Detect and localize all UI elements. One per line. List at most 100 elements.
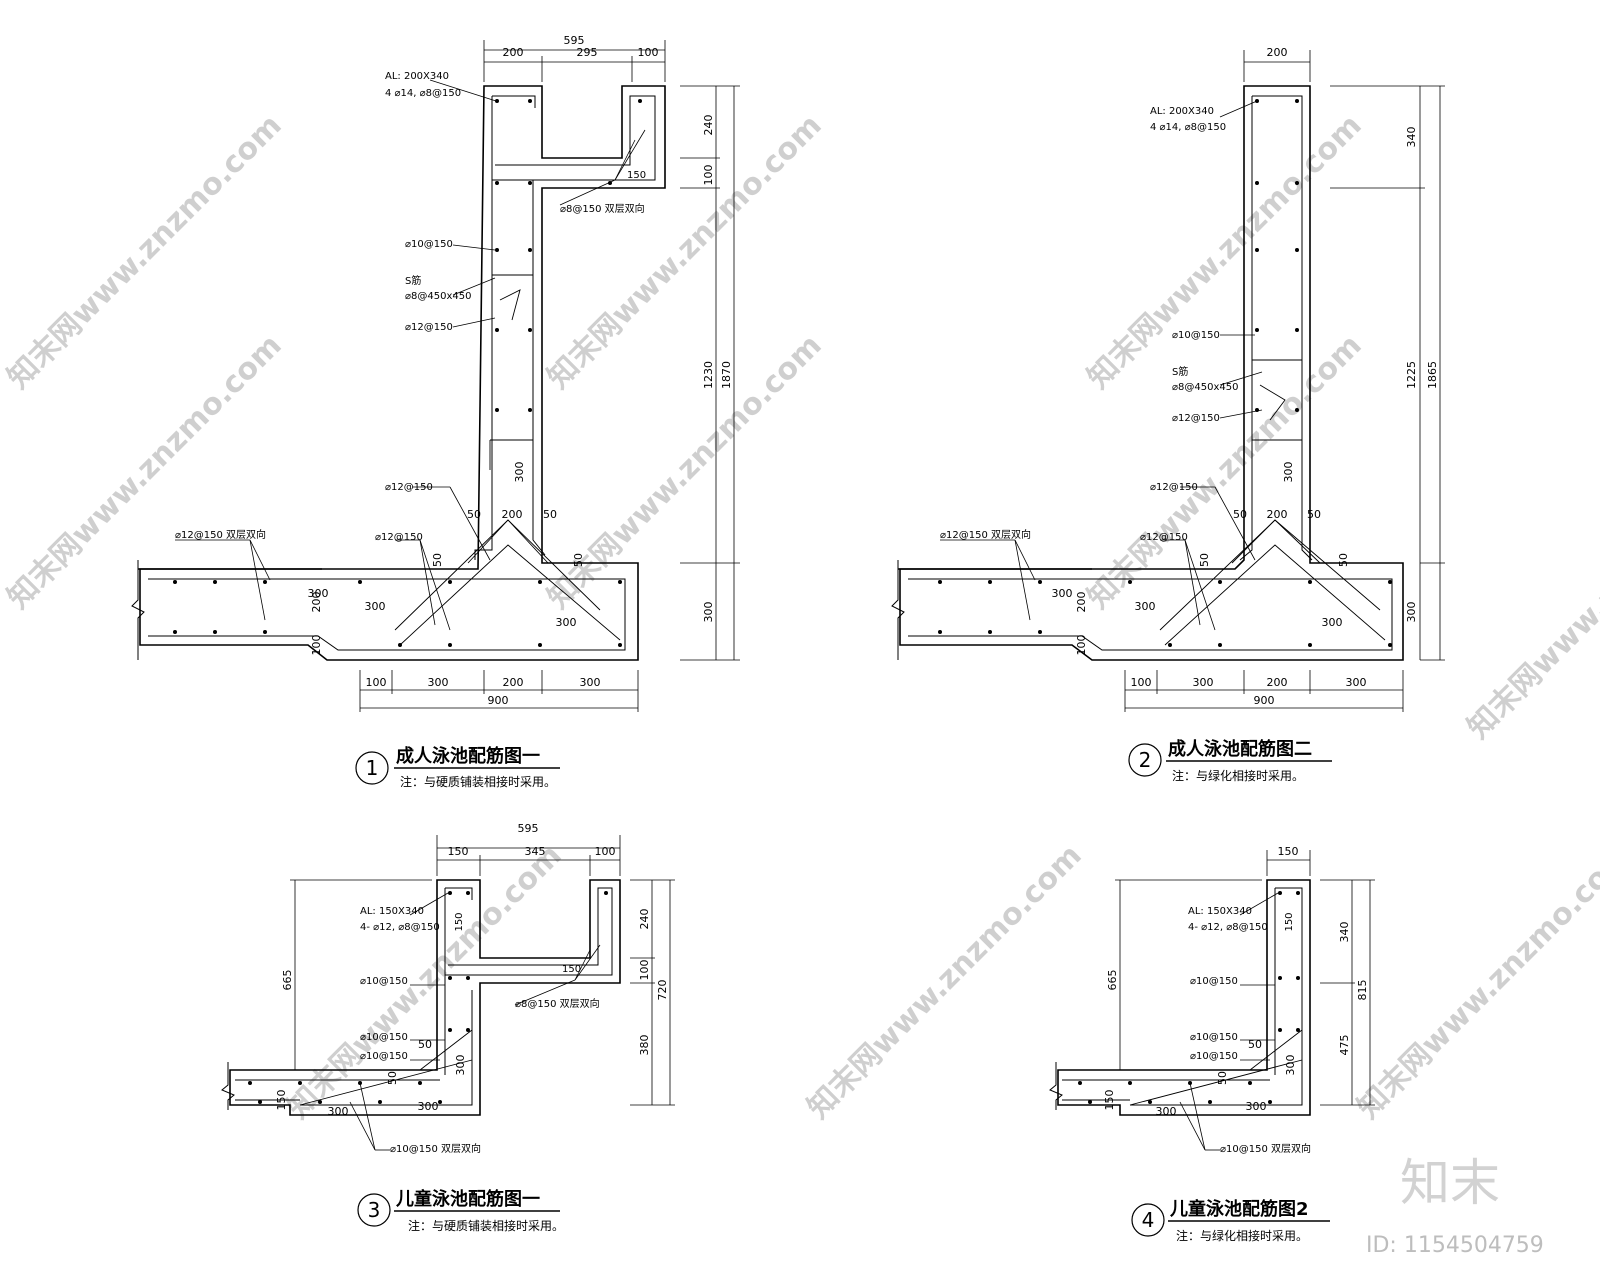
dim-50-b: 50	[1216, 1071, 1229, 1085]
dim-slab-300-a: 300	[1156, 1105, 1177, 1118]
label-vert-b: ⌀10@150	[360, 1032, 408, 1043]
label-beam-rebar: 4 ⌀14, ⌀8@150	[1150, 122, 1226, 133]
label-vert-c: ⌀10@150	[1190, 1051, 1238, 1062]
dim-slab-300-a: 300	[1052, 587, 1073, 600]
dim-r1225: 1225	[1405, 361, 1418, 389]
dim-50-c: 50	[431, 553, 444, 567]
wall-outline-3	[229, 879, 621, 1116]
label-haunch-bar: ⌀12@150	[385, 482, 433, 493]
label-beam: AL: 200X340	[385, 71, 449, 82]
dim-50-b: 50	[1307, 508, 1321, 521]
dim-r1865: 1865	[1426, 361, 1439, 389]
diagram-3	[221, 835, 675, 1151]
label-beam-rebar: 4- ⌀12, ⌀8@150	[1188, 922, 1268, 933]
dim-r720: 720	[656, 980, 669, 1001]
dim-top-a: 150	[1278, 845, 1299, 858]
dim-slab-300-b: 300	[1135, 600, 1156, 613]
label-corner-bar: ⌀12@150	[375, 532, 423, 543]
watermark-text: 知末网www.znzmo.com	[281, 838, 569, 1126]
label-vert-c: ⌀10@150	[360, 1051, 408, 1062]
label-slab-bar: ⌀10@150 双层双向	[1220, 1142, 1311, 1155]
dim-b900: 900	[1254, 694, 1275, 707]
dim-top-a: 200	[503, 46, 524, 59]
dim-slab-100: 100	[1075, 635, 1088, 656]
number-circle	[355, 751, 389, 785]
dim-50-d: 50	[572, 553, 585, 567]
diagram-note: 注：与绿化相接时采用。	[1172, 768, 1304, 783]
diagram-number: 4	[1142, 1208, 1155, 1232]
brand-logo: 知末	[1400, 1154, 1500, 1212]
dim-slab-100: 100	[310, 635, 323, 656]
dim-top-total: 595	[564, 34, 585, 47]
dim-300-vert: 300	[1282, 462, 1295, 483]
dim-50-a: 50	[1248, 1038, 1262, 1051]
title-block-1: 1 成人泳池配筋图一 注：与硬质铺装相接时采用。	[355, 745, 560, 789]
dim-top-c: 100	[595, 845, 616, 858]
dim-slab-150: 150	[275, 1090, 288, 1111]
label-s-tie: S筋	[405, 274, 421, 287]
dim-150: 150	[627, 170, 646, 181]
label-vert-outer: ⌀10@150	[1190, 976, 1238, 987]
label-vert-inner: ⌀12@150	[1172, 413, 1220, 424]
diagram-2	[891, 50, 1445, 712]
wall-outline-2	[899, 85, 1404, 661]
number-circle	[1131, 1203, 1165, 1237]
dim-r475: 475	[1338, 1035, 1351, 1056]
dim-50-c: 50	[1198, 553, 1211, 567]
watermark-text: 知末网www.znzmo.com	[1351, 838, 1600, 1126]
dim-l665: 665	[1106, 970, 1119, 991]
diagram-title: 儿童泳池配筋图2	[1169, 1198, 1309, 1220]
label-beam: AL: 150X340	[1188, 906, 1252, 917]
dim-r100: 100	[702, 165, 715, 186]
dim-slab-300-b: 300	[365, 600, 386, 613]
dim-slab-200: 200	[310, 592, 323, 613]
label-s-tie: S筋	[1172, 365, 1188, 378]
label-vert-outer: ⌀10@150	[1172, 330, 1220, 341]
label-beam: AL: 150X340	[360, 906, 424, 917]
dim-b300-b: 300	[580, 676, 601, 689]
diagram-title: 成人泳池配筋图二	[1168, 738, 1312, 760]
dim-r240: 240	[638, 909, 651, 930]
label-beam-rebar: 4 ⌀14, ⌀8@150	[385, 88, 461, 99]
dim-50-b: 50	[543, 508, 557, 521]
dim-50-b: 50	[386, 1071, 399, 1085]
diagram-title: 儿童泳池配筋图一	[395, 1188, 540, 1210]
diagram-note: 注：与绿化相接时采用。	[1176, 1228, 1308, 1243]
dim-l665: 665	[281, 970, 294, 991]
label-vert-b: ⌀10@150	[1190, 1032, 1238, 1043]
dim-r240: 240	[702, 115, 715, 136]
dim-r340: 340	[1405, 127, 1418, 148]
label-slab-bar: ⌀10@150 双层双向	[390, 1142, 481, 1155]
dim-r1870: 1870	[720, 361, 733, 389]
dim-top-c: 100	[638, 46, 659, 59]
dim-slab-300-a: 300	[308, 587, 329, 600]
dim-top-total: 595	[518, 822, 539, 835]
dim-slab-200: 200	[1075, 592, 1088, 613]
dim-200: 200	[502, 508, 523, 521]
diagram-note: 注：与硬质铺装相接时采用。	[408, 1218, 564, 1233]
number-circle	[357, 1193, 391, 1227]
dim-b300-a: 300	[428, 676, 449, 689]
label-top-bar: ⌀8@150 双层双向	[560, 202, 645, 215]
dim-r300: 300	[702, 602, 715, 623]
label-slab-bar: ⌀12@150 双层双向	[940, 528, 1031, 541]
dim-50-d: 50	[1337, 553, 1350, 567]
label-beam: AL: 200X340	[1150, 106, 1214, 117]
dim-top-a: 200	[1267, 46, 1288, 59]
dim-r1230: 1230	[702, 361, 715, 389]
dim-50-a: 50	[418, 1038, 432, 1051]
wall-outline-4	[1057, 879, 1311, 1116]
diagram-1-text: 595 200 295 100 240 100 1230 1870 300 15…	[175, 34, 733, 789]
dim-200: 200	[1267, 508, 1288, 521]
dim-50-a: 50	[1233, 508, 1247, 521]
label-vert-outer: ⌀10@150	[360, 976, 408, 987]
dim-top-b: 345	[525, 845, 546, 858]
dim-slab-150: 150	[1103, 1090, 1116, 1111]
label-beam-rebar: 4- ⌀12, ⌀8@150	[360, 922, 440, 933]
label-vert-inner: ⌀12@150	[405, 322, 453, 333]
dim-b100: 100	[1131, 676, 1152, 689]
dim-top-a: 150	[448, 845, 469, 858]
dim-b300-b: 300	[1346, 676, 1367, 689]
